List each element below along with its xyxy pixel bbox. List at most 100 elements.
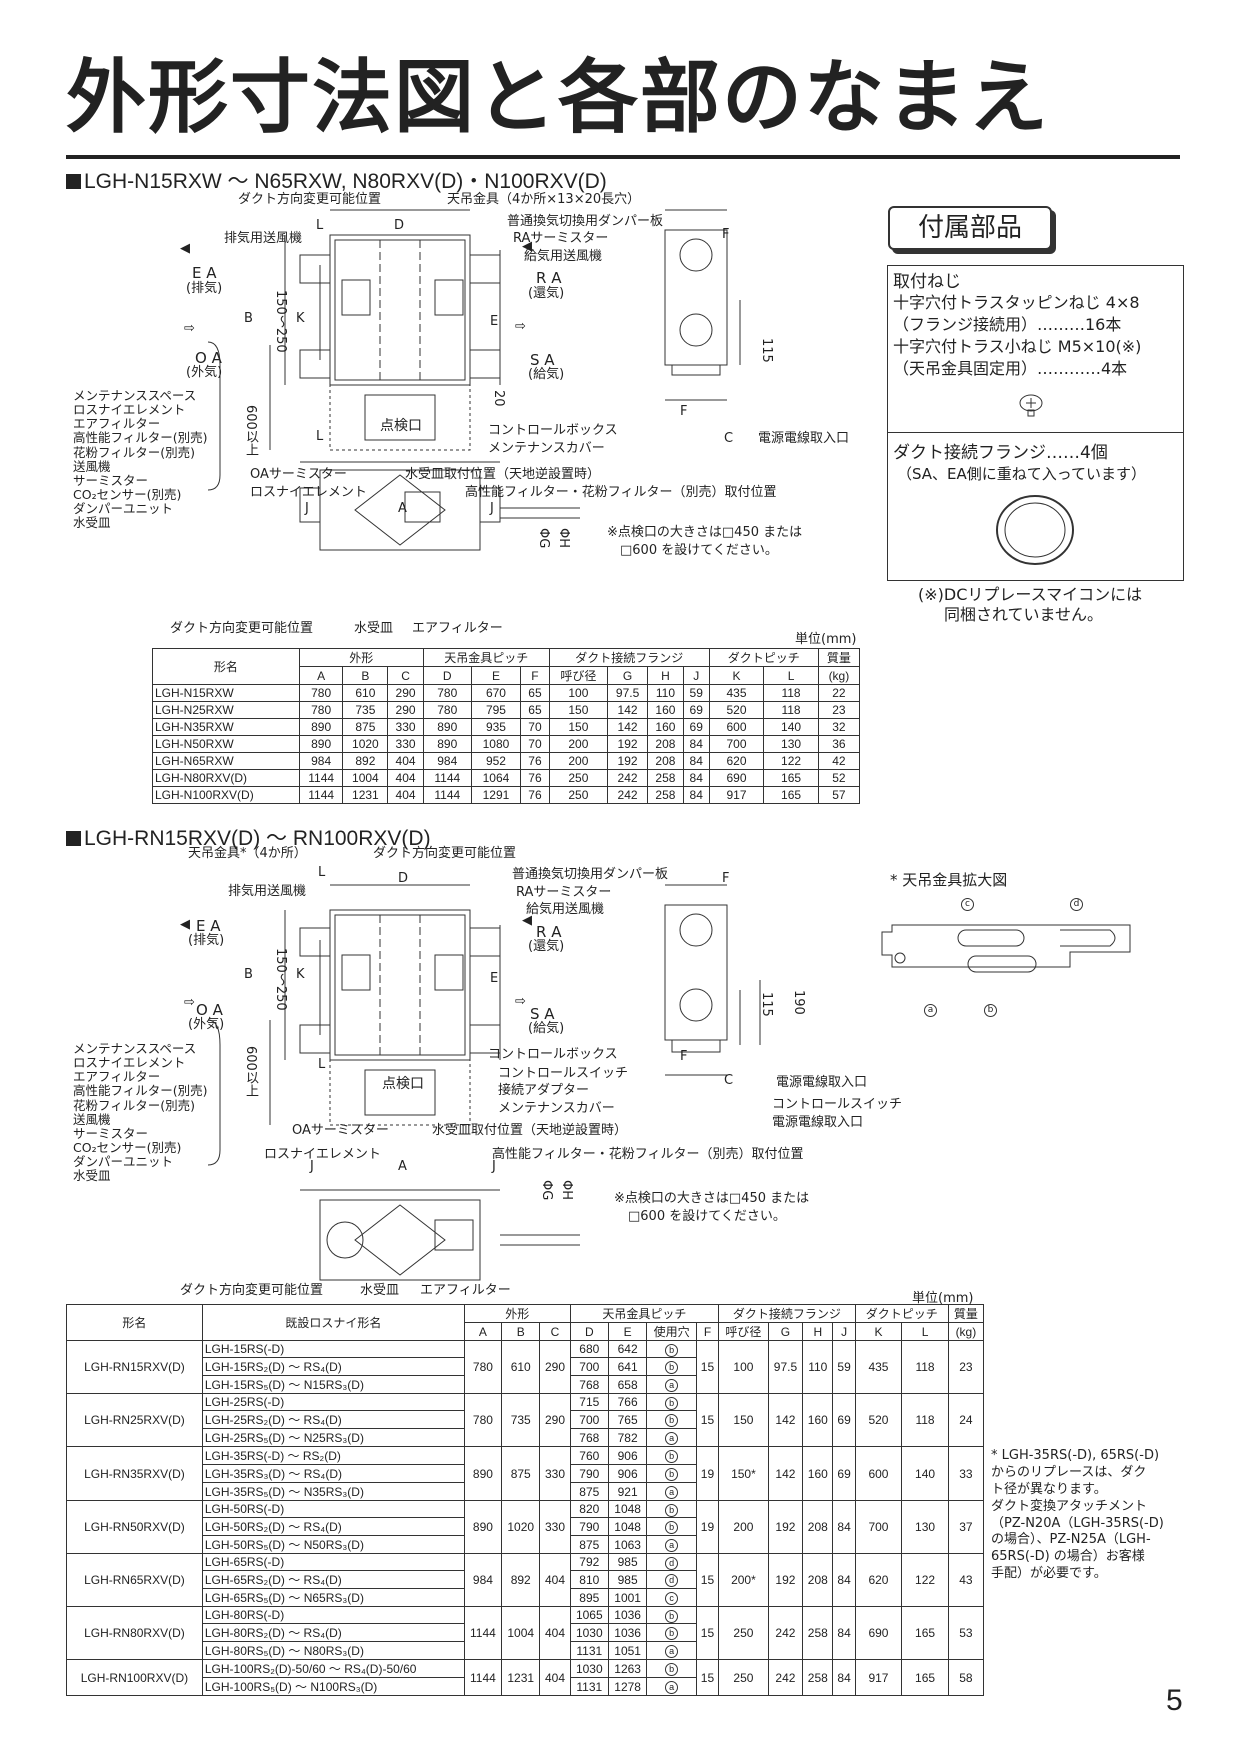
dim-j-right: J	[490, 501, 494, 516]
table-cell: 735	[501, 1393, 541, 1447]
spec-table-2: 形名 既設ロスナイ形名 外形 天吊金具ピッチ ダクト接続フランジ ダクトピッチ …	[66, 1304, 985, 1696]
s2-dim-j-right: J	[492, 1159, 496, 1174]
table-cell: 84	[832, 1606, 856, 1660]
table-cell: 330	[539, 1500, 571, 1554]
acc-footnote2: 同梱されていません。	[944, 605, 1104, 624]
s2-dim-f-side: F	[680, 1049, 688, 1064]
table-cell: 1131	[569, 1677, 609, 1696]
table-cell: 1144	[298, 786, 344, 804]
svg-text:⇨: ⇨	[184, 321, 195, 336]
label-exhaust-fan: 排気用送風機	[224, 231, 303, 246]
table-cell: 768	[569, 1375, 609, 1394]
hole-mark: b	[665, 1450, 679, 1463]
unit-label-2: 単位(mm)	[912, 1291, 974, 1306]
dim-g: ΦG	[535, 528, 551, 549]
table-cell: 641	[607, 1357, 648, 1376]
note1: ※点検口の大きさは□450 または	[607, 525, 803, 540]
table-cell: 985	[607, 1553, 648, 1571]
table-cell: 917	[854, 1659, 903, 1696]
zoom-mark-a: a	[924, 1004, 937, 1017]
table-cell: 917	[708, 786, 765, 804]
table-cell: 290	[539, 1340, 571, 1394]
table-cell: 895	[569, 1588, 609, 1607]
table-cell: 200	[548, 752, 608, 770]
table-cell: 22	[817, 684, 861, 702]
table-cell: 69	[832, 1446, 856, 1501]
table-cell: 984	[298, 752, 344, 770]
table-cell: 208	[802, 1553, 834, 1607]
table-cell: 782	[607, 1428, 648, 1447]
table-cell: 658	[607, 1375, 648, 1394]
s2-note1: ※点検口の大きさは□450 または	[614, 1191, 810, 1206]
table-cell: 404	[539, 1606, 571, 1660]
section2-diagram: ◀ ⇨ ◀ ⇨	[180, 884, 1131, 1281]
table-cell: 780	[422, 684, 472, 702]
table-cell: LGH-50RS₂(D) ～ RS₄(D)	[201, 1517, 465, 1536]
table-cell: 780	[422, 701, 472, 719]
table-cell: b	[646, 1357, 697, 1376]
section1-heading: LGH-N15RXW ～ N65RXW, N80RXV(D)・N100RXV(D…	[66, 165, 607, 195]
s2-label-ra-sub: (還気)	[528, 939, 565, 954]
table-cell: b	[646, 1500, 697, 1518]
label-maint-cover: メンテナンスカバー	[488, 441, 605, 456]
table-cell: 242	[606, 786, 649, 804]
table-cell: 52	[817, 769, 861, 787]
table-cell: 160	[802, 1393, 834, 1447]
s2-label-hanger: 天吊金具*（4か所）	[188, 846, 307, 861]
label-oa-thermistor: OAサーミスター	[250, 467, 347, 482]
label-lossnay-element: ロスナイエレメント	[250, 485, 367, 500]
table-cell: 1048	[607, 1500, 648, 1518]
label-sa: S A	[530, 351, 555, 369]
table-cell: 435	[708, 684, 765, 702]
s2-label-bottom-drain: 水受皿	[360, 1283, 400, 1298]
svg-text:⇨: ⇨	[515, 319, 526, 334]
table-cell: a	[646, 1641, 697, 1660]
table-cell: 620	[708, 752, 765, 770]
unit-body-top	[329, 234, 471, 386]
table-cell: 780	[463, 1340, 503, 1394]
table-cell: 890	[422, 718, 472, 736]
table-cell: 520	[708, 701, 765, 719]
table-cell: 435	[854, 1340, 903, 1394]
label-ra-sub: (還気)	[528, 286, 565, 301]
table-cell: 985	[607, 1570, 648, 1589]
hole-mark: b	[665, 1396, 679, 1410]
label-filter-pos: 高性能フィルター・花粉フィルター（別売）取付位置	[465, 485, 777, 500]
table-cell: 1036	[607, 1623, 648, 1642]
table-cell: 200	[718, 1500, 769, 1554]
table-cell: LGH-100RS₂(D)-50/60 ～ RS₄(D)-50/60	[201, 1659, 465, 1678]
table-cell: 1144	[298, 769, 344, 787]
table-cell: 118	[763, 701, 819, 719]
table-cell: 1004	[342, 769, 389, 787]
table-cell: 250	[548, 786, 608, 804]
table-cell: 84	[832, 1500, 856, 1554]
table-cell: 19	[695, 1500, 720, 1554]
acc-screw2: 十字穴付トラス小ねじ M5×10(※)	[893, 337, 1142, 356]
table-cell: 1131	[569, 1641, 609, 1660]
table-cell: 1231	[501, 1659, 541, 1696]
s2-dim-f-top: F	[722, 871, 730, 886]
s2-label-control-switch: コントロールスイッチ	[498, 1066, 629, 1081]
table-cell: 150	[548, 701, 608, 719]
table-cell: 1144	[463, 1606, 503, 1660]
table-cell: 1065	[569, 1606, 609, 1624]
table-cell: LGH-RN100RXV(D)	[66, 1659, 203, 1696]
table-cell: 766	[607, 1393, 648, 1411]
table-cell: 1020	[342, 735, 389, 753]
table-cell: LGH-25RS₅(D) ～ N25RS₃(D)	[201, 1428, 465, 1447]
label-ra-thermistor: RAサーミスター	[513, 231, 609, 246]
table-cell: LGH-N35RXW	[152, 718, 300, 736]
table-cell: b	[646, 1410, 697, 1429]
s2-label-oa: O A	[196, 1001, 223, 1019]
table-cell: 76	[520, 786, 550, 804]
table-cell: 1064	[470, 769, 522, 787]
table-cell: 69	[832, 1393, 856, 1447]
table-cell: 200	[548, 735, 608, 753]
label-supply-fan: 給気用送風機	[524, 249, 603, 264]
table-cell: b	[646, 1623, 697, 1642]
s2-label-duct-dir: ダクト方向変更可能位置	[373, 846, 517, 861]
